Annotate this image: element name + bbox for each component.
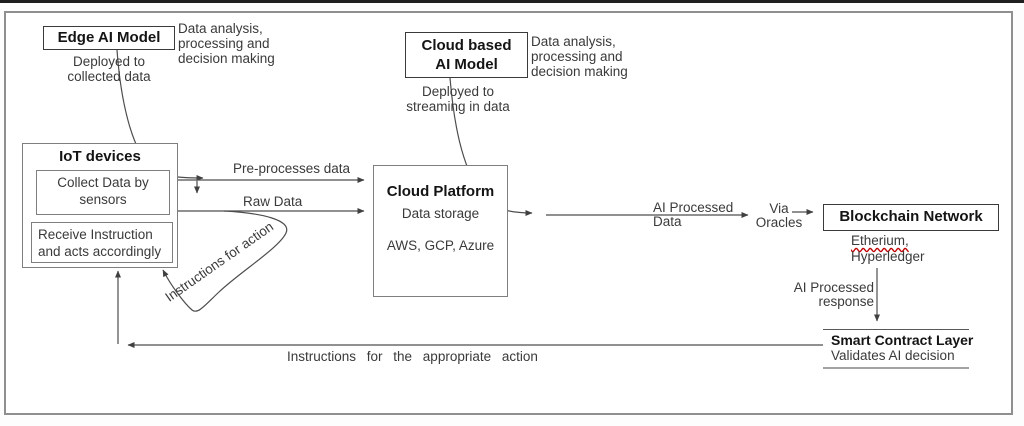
edge-ai-description: Data analysis, processing and decision m… bbox=[178, 21, 275, 66]
cloud-ai-model-title-line1: Cloud based bbox=[421, 37, 512, 54]
iot-collect-line2: sensors bbox=[79, 192, 127, 207]
via-label-line1: Via bbox=[769, 201, 789, 216]
edge-ai-desc-line3: decision making bbox=[178, 51, 275, 66]
edge-ai-model-title: Edge AI Model bbox=[57, 29, 161, 46]
blockchain-impl-etherium: Etherium, bbox=[851, 233, 909, 248]
blockchain-network-title: Blockchain Network bbox=[839, 208, 983, 225]
blockchain-impl-hyperledger: Hyperledger bbox=[851, 248, 925, 264]
cloud-ai-desc-line1: Data analysis, bbox=[531, 34, 616, 49]
cloud-ai-description: Data analysis, processing and decision m… bbox=[531, 34, 628, 79]
raw-data-label: Raw Data bbox=[243, 194, 303, 209]
smart-contract-title: Smart Contract Layer bbox=[831, 332, 974, 348]
iot-receive-line1: Receive Instruction bbox=[38, 227, 153, 242]
cloud-platform-title: Cloud Platform bbox=[386, 183, 495, 200]
blockchain-implementations: Etherium, Hyperledger bbox=[851, 233, 925, 264]
cloud-platform-providers: AWS, GCP, Azure bbox=[386, 238, 495, 253]
cloud-ai-model-box: Cloud based AI Model bbox=[405, 32, 528, 78]
instructions-for-action-curve bbox=[162, 210, 288, 312]
ai-processed-response-line1: AI Processed bbox=[793, 280, 874, 295]
blockchain-network-box: Blockchain Network bbox=[823, 204, 999, 231]
ai-processed-data-line1: AI Processed bbox=[653, 200, 734, 215]
pre-processes-data-label: Pre-processes data bbox=[233, 161, 351, 176]
ai-processed-response-line2: response bbox=[818, 294, 874, 309]
edge-ai-note-line2: collected data bbox=[67, 69, 151, 84]
ai-processed-data-label: AI Processed Data bbox=[653, 201, 733, 229]
edge-ai-model-box: Edge AI Model bbox=[43, 26, 175, 50]
ai-processed-data-line2: Data bbox=[653, 214, 682, 229]
edge-ai-desc-line1: Data analysis, bbox=[178, 21, 263, 36]
iot-collect-box: Collect Data by sensors bbox=[36, 170, 170, 215]
cloud-ai-model-title-line2: AI Model bbox=[435, 56, 498, 73]
cloud-platform-sub: Data storage bbox=[401, 206, 480, 221]
smart-contract-layer-block: Smart Contract Layer Validates AI decisi… bbox=[823, 329, 974, 369]
via-label-line2: Oracles bbox=[755, 215, 803, 230]
cloud-ai-desc-line3: decision making bbox=[531, 64, 628, 79]
cloud-platform-box: Cloud Platform Data storage AWS, GCP, Az… bbox=[373, 165, 508, 297]
cloud-ai-note: Deployed to streaming in data bbox=[400, 84, 516, 114]
ai-processed-response-label: AI Processed response bbox=[790, 281, 874, 309]
smart-contract-sub: Validates AI decision bbox=[831, 348, 955, 363]
iot-receive-line2: and acts accordingly bbox=[38, 244, 162, 259]
iot-receive-box: Receive Instruction and acts accordingly bbox=[31, 222, 173, 263]
edge-ai-note-line1: Deployed to bbox=[72, 54, 146, 69]
instructions-appropriate-action-label: Instructions for the appropriate action bbox=[287, 349, 538, 364]
cloud-ai-note-line1: Deployed to bbox=[421, 84, 495, 99]
via-oracles-label: Via Oracles bbox=[755, 202, 803, 230]
iot-devices-title: IoT devices bbox=[59, 148, 141, 165]
cloud-ai-note-line2: streaming in data bbox=[406, 99, 510, 114]
iot-collect-line1: Collect Data by bbox=[57, 175, 149, 190]
edge-ai-note: Deployed to collected data bbox=[64, 54, 154, 84]
cloud-ai-desc-line2: processing and bbox=[531, 49, 623, 64]
top-border-line bbox=[0, 0, 1024, 3]
edge-ai-desc-line2: processing and bbox=[178, 36, 270, 51]
